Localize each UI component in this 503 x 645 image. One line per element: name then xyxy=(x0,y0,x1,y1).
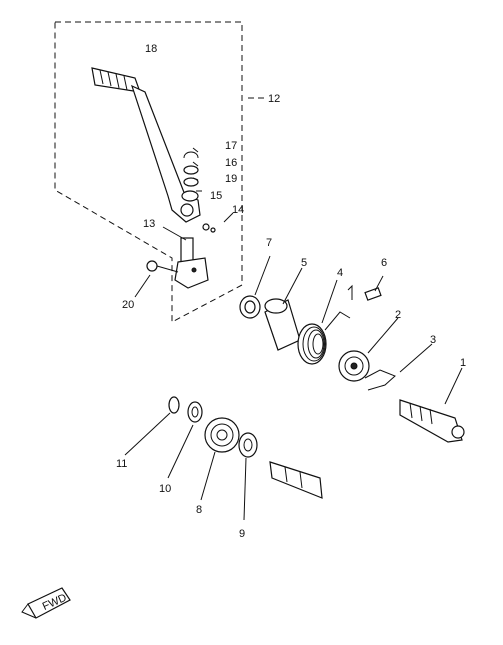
circlip xyxy=(168,396,180,414)
leader-lines xyxy=(124,147,463,521)
kick-crank-lever xyxy=(91,67,201,223)
callout-17: 17 xyxy=(225,140,237,152)
clamp-bolt xyxy=(146,260,179,273)
callout-9: 9 xyxy=(239,528,245,540)
pivot-spacer xyxy=(181,190,199,202)
callout-2: 2 xyxy=(395,309,401,321)
callout-10: 10 xyxy=(159,483,171,495)
callout-3: 3 xyxy=(430,334,436,346)
thrust-washer xyxy=(238,432,258,458)
kick-ratchet-gear xyxy=(338,350,370,382)
plain-washer xyxy=(187,401,203,423)
callout-14: 14 xyxy=(232,204,244,216)
forward-badge: FWD xyxy=(21,587,71,619)
ratchet-clip-spring xyxy=(364,369,396,391)
callout-12: 12 xyxy=(268,93,280,105)
callout-7: 7 xyxy=(266,237,272,249)
callout-20: 20 xyxy=(122,299,134,311)
callout-13: 13 xyxy=(143,218,155,230)
kick-axle xyxy=(399,399,465,443)
callout-8: 8 xyxy=(196,504,202,516)
callout-18: 18 xyxy=(145,43,157,55)
idle-gear-shaft xyxy=(269,461,323,499)
kick-shaft-boss xyxy=(174,237,209,289)
pivot-washer xyxy=(183,165,199,175)
detent-ball xyxy=(202,223,216,233)
callout-19: 19 xyxy=(225,173,237,185)
callout-11: 11 xyxy=(116,458,127,470)
callout-4: 4 xyxy=(337,267,343,279)
pivot-bushing xyxy=(183,177,199,187)
callout-16: 16 xyxy=(225,157,237,169)
spring-guide xyxy=(264,298,301,351)
callout-1: 1 xyxy=(460,357,466,369)
torsion-spring xyxy=(297,311,351,365)
callout-6: 6 xyxy=(381,257,387,269)
callout-5: 5 xyxy=(301,257,307,269)
stopper-pin xyxy=(347,284,382,301)
callout-15: 15 xyxy=(210,190,222,202)
kick-idle-gear xyxy=(204,417,240,453)
pivot-clip xyxy=(183,151,199,159)
forward-badge-text: FWD xyxy=(41,592,69,613)
